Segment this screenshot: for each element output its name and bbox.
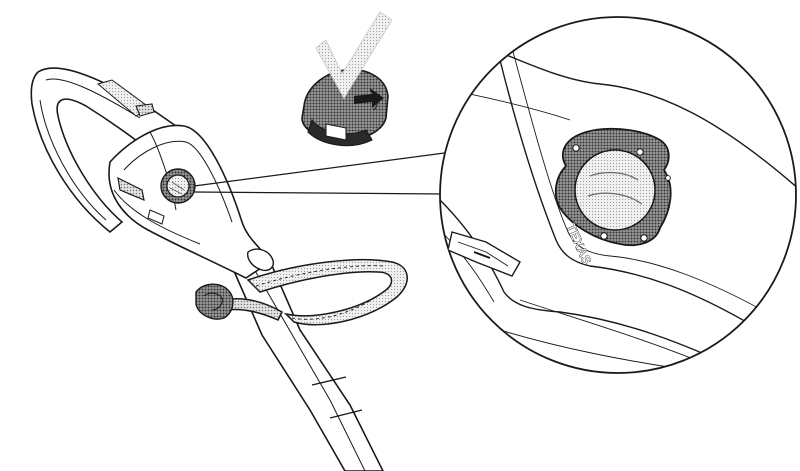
callout-lines — [193, 151, 453, 195]
arrow-icon — [354, 88, 384, 108]
shoulder-strap — [223, 259, 408, 326]
cap-plate — [554, 127, 672, 247]
check-mark-icon — [315, 11, 393, 99]
trimmer-body — [30, 67, 274, 279]
dial-knob — [160, 168, 196, 204]
magnifier-callout-icon: TEXAS — [439, 16, 797, 374]
adjustment-knob — [195, 283, 234, 320]
